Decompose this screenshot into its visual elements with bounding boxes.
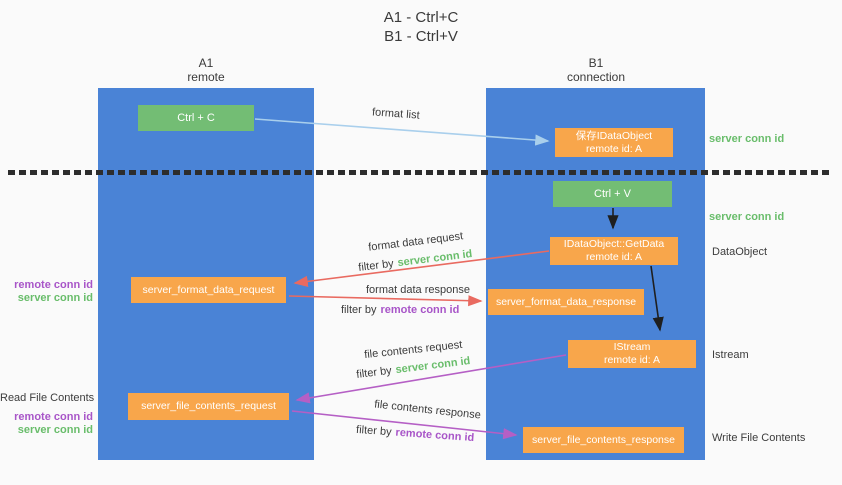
- server-conn-id-text: server conn id: [396, 248, 473, 270]
- ctrl-c-label: Ctrl + C: [177, 111, 215, 124]
- format-data-response-label: format data response: [366, 284, 470, 296]
- right-write-file-contents-label: Write File Contents: [712, 432, 806, 444]
- filter-by-text: filter by: [355, 423, 392, 439]
- diagram-title: A1 - Ctrl+C B1 - Ctrl+V: [0, 8, 842, 46]
- format-list-label: format list: [371, 106, 421, 122]
- file-request-label: server_file_contents_request: [141, 400, 276, 412]
- lane-a-header: A1 remote: [150, 56, 262, 84]
- left-server-conn-id-1: server conn id: [17, 292, 93, 304]
- format-response-label: server_format_data_response: [495, 295, 637, 308]
- left-remote-conn-id-1: remote conn id: [14, 279, 93, 291]
- lane-a-name: A1: [198, 56, 214, 70]
- file-contents-response-label: file contents response: [373, 398, 482, 422]
- left-remote-conn-id-2: remote conn id: [14, 411, 93, 423]
- left-server-conn-id-2: server conn id: [17, 424, 93, 436]
- title-line-2: B1 - Ctrl+V: [384, 28, 458, 45]
- lane-b-name: B1: [588, 56, 604, 70]
- format-data-response-arrow: [288, 295, 483, 307]
- node-istream: IStream remote id: A: [568, 340, 696, 368]
- lane-b-subtitle: connection: [566, 70, 626, 84]
- file-response-label: server_file_contents_response: [531, 433, 675, 446]
- phase-divider-line: [8, 170, 832, 175]
- node-ctrl-v: Ctrl + V: [553, 181, 672, 207]
- server-conn-id-text: server conn id: [394, 355, 471, 377]
- save-idataobject-line1: 保存IDataObject: [575, 129, 653, 142]
- node-server-format-data-response: server_format_data_response: [488, 289, 644, 315]
- filter-by-text: filter by: [341, 304, 377, 316]
- right-server-conn-id-top: server conn id: [709, 133, 785, 145]
- getdata-line1: IDataObject::GetData: [563, 238, 665, 250]
- node-ctrl-c: Ctrl + C: [138, 105, 254, 131]
- lane-a-subtitle: remote: [187, 70, 225, 84]
- left-read-file-contents-label: Read File Contents: [0, 392, 95, 404]
- right-istream-label: Istream: [712, 349, 749, 361]
- right-dataobject-label: DataObject: [712, 246, 768, 258]
- filter-by-text: filter by: [357, 257, 395, 274]
- title-line-1: A1 - Ctrl+C: [383, 9, 459, 26]
- remote-conn-id-text: remote conn id: [380, 304, 460, 316]
- node-idataobject-getdata: IDataObject::GetData remote id: A: [550, 237, 678, 265]
- getdata-line2: remote id: A: [585, 251, 643, 263]
- istream-line1: IStream: [613, 341, 651, 353]
- lane-b-header: B1 connection: [540, 56, 652, 84]
- remote-conn-id-text: remote conn id: [395, 426, 475, 445]
- node-server-file-contents-request: server_file_contents_request: [128, 393, 289, 420]
- save-idataobject-line2: remote id: A: [585, 142, 643, 155]
- istream-line2: remote id: A: [603, 354, 661, 366]
- node-server-format-data-request: server_format_data_request: [131, 277, 286, 303]
- format-request-label: server_format_data_request: [142, 283, 275, 296]
- node-server-file-contents-response: server_file_contents_response: [523, 427, 684, 453]
- right-server-conn-id-mid: server conn id: [709, 211, 785, 223]
- node-save-idataobject: 保存IDataObject remote id: A: [555, 128, 673, 157]
- ctrl-v-label: Ctrl + V: [594, 187, 631, 200]
- filter-by-text: filter by: [355, 364, 393, 381]
